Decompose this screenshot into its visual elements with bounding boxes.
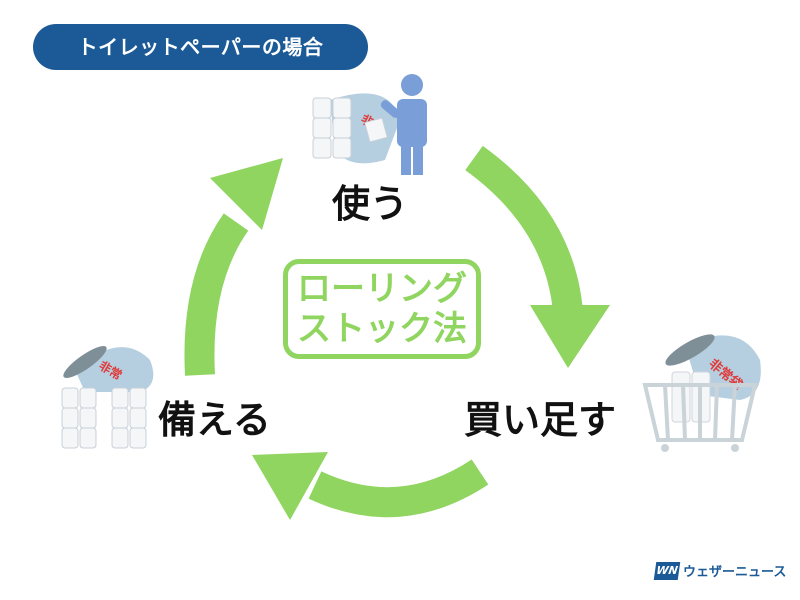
person-icon xyxy=(380,74,427,175)
logo-mark-icon: WN xyxy=(653,561,681,580)
center-line-2: ストック法 xyxy=(297,309,467,349)
step-label-buy: 買い足す xyxy=(464,398,617,442)
title-badge: トイレットペーパーの場合 xyxy=(33,24,368,70)
logo-text: ウェザーニュース xyxy=(683,565,787,580)
step-label-use: 使う xyxy=(332,182,409,226)
arrow-stock-to-use xyxy=(184,158,283,376)
arrow-use-to-buy xyxy=(465,145,610,368)
rolling-stock-label: ローリング ストック法 xyxy=(283,259,481,359)
center-line-1: ローリング xyxy=(297,269,467,309)
step-label-stock: 備える xyxy=(158,398,271,442)
stock-illustration: 非常 xyxy=(61,346,154,449)
weathernews-logo: WN ウェザーニュース xyxy=(653,561,787,580)
arrow-buy-to-stock xyxy=(252,452,489,520)
use-illustration: 非 xyxy=(312,74,427,175)
buy-illustration: 非常袋 xyxy=(642,334,761,452)
